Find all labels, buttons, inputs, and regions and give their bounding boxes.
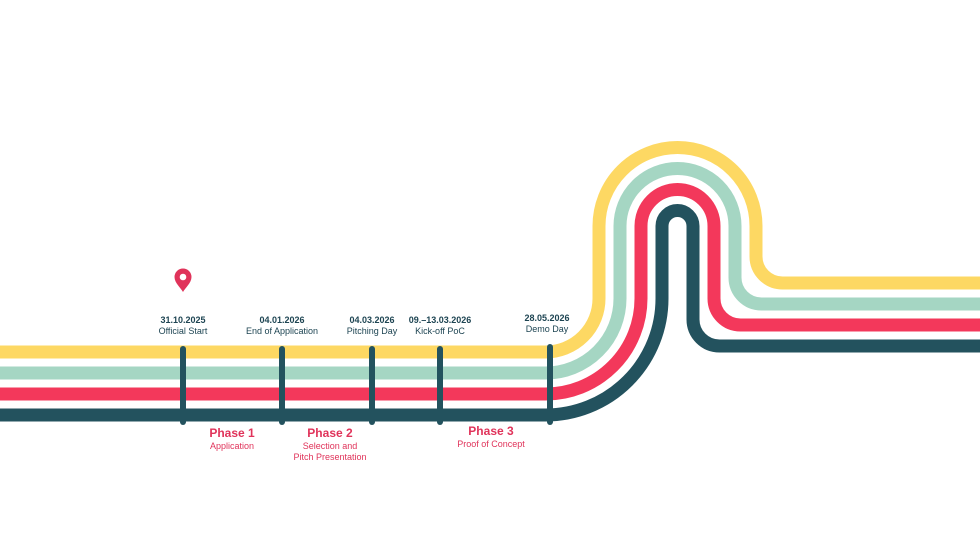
- phase-description: Proof of Concept: [457, 439, 525, 449]
- phase-name: Phase 2: [307, 426, 353, 440]
- milestone-ticks: [180, 344, 553, 425]
- phase-description: Pitch Presentation: [293, 452, 367, 462]
- phase-name: Phase 3: [468, 424, 514, 438]
- milestone-pitching-day: 04.03.2026 Pitching Day: [347, 315, 398, 337]
- milestone-tick: [547, 344, 553, 425]
- milestone-tick: [279, 346, 285, 425]
- milestone-label: Pitching Day: [346, 326, 398, 336]
- milestone-tick: [437, 346, 443, 425]
- milestone-date: 09.–13.03.2026: [408, 315, 472, 325]
- milestone-demo-day: 28.05.2026 Demo Day: [524, 313, 569, 335]
- milestone-tick: [369, 346, 375, 425]
- milestone-date: 28.05.2026: [524, 313, 570, 323]
- road-lane-yellow: [0, 141, 980, 359]
- phase-description: Application: [209, 441, 255, 451]
- map-pin-icon: [174, 268, 192, 292]
- milestone-tick: [180, 346, 186, 425]
- milestone-label: Kick-off PoC: [415, 326, 465, 336]
- milestone-date: 04.01.2026: [259, 315, 305, 325]
- road-lanes: [0, 141, 980, 422]
- road-lane-red: [0, 183, 980, 401]
- phase-1: Phase 1 Application: [209, 426, 254, 452]
- milestone-label: End of Application: [245, 326, 319, 336]
- milestone-label: Official Start: [158, 326, 208, 336]
- milestone-kick-off-poc: 09.–13.03.2026 Kick-off PoC: [409, 315, 472, 337]
- milestone-date: 31.10.2025: [160, 315, 206, 325]
- milestone-label: Demo Day: [525, 324, 569, 334]
- milestone-official-start: 31.10.2025 Official Start: [159, 315, 208, 337]
- road-lane-mint: [0, 162, 980, 380]
- phase-description: Selection and: [302, 441, 358, 451]
- road-lane-teal: [0, 204, 980, 422]
- phase-name: Phase 1: [209, 426, 255, 440]
- phase-2: Phase 2 Selection and Pitch Presentation: [293, 426, 366, 463]
- milestone-end-of-application: 04.01.2026 End of Application: [246, 315, 318, 337]
- phase-3: Phase 3 Proof of Concept: [457, 424, 525, 450]
- milestone-date: 04.03.2026: [349, 315, 395, 325]
